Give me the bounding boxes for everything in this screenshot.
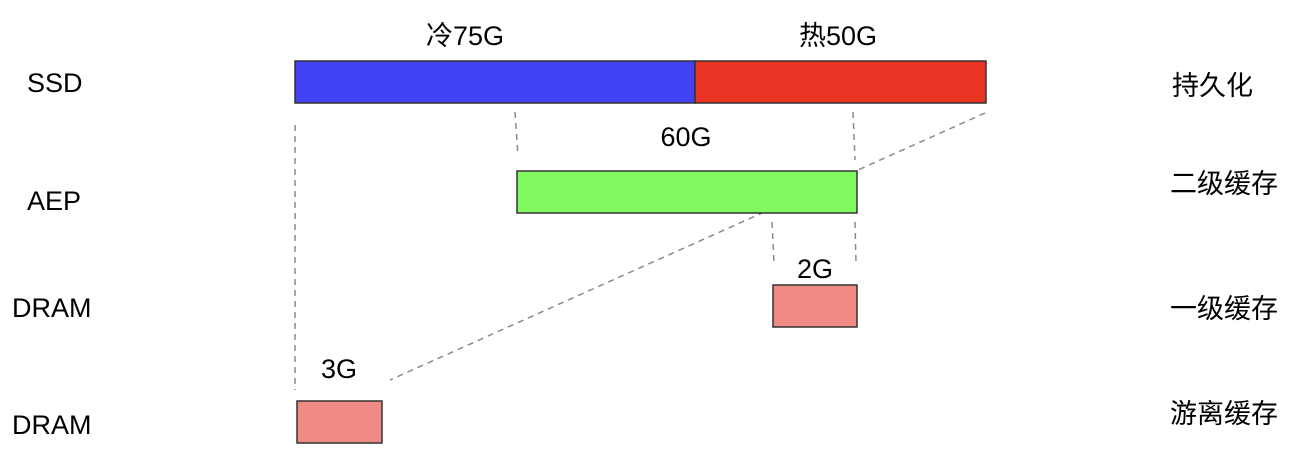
role-label-persistence: 持久化 (1172, 71, 1253, 101)
bar-ssd-hot (694, 60, 987, 104)
bar-label-dram-l1: 2G (797, 254, 833, 284)
tier-label-ssd: SSD (27, 68, 83, 98)
role-label-l1-cache: 一级缓存 (1170, 294, 1278, 324)
role-label-free-cache: 游离缓存 (1170, 399, 1278, 429)
bar-dram-free (296, 400, 383, 444)
bar-label-aep: 60G (660, 122, 711, 152)
bar-aep (516, 170, 858, 214)
bar-label-ssd-cold: 冷75G (426, 21, 504, 51)
connector-aep-to-dram-left (771, 221, 775, 264)
role-label-l2-cache: 二级缓存 (1170, 169, 1278, 199)
bar-label-dram-free: 3G (321, 354, 357, 384)
bar-ssd-cold (294, 60, 696, 104)
connector-ssd-to-aep-right (852, 111, 856, 161)
connector-aep-to-dram-right (854, 221, 857, 264)
tier-label-dram-l1: DRAM (12, 293, 92, 323)
connector-ssd-hot-to-dram-free (389, 112, 986, 381)
connector-ssd-to-aep-left (514, 111, 519, 157)
tier-label-aep: AEP (27, 186, 81, 216)
tier-label-dram-free: DRAM (12, 410, 92, 440)
bar-label-ssd-hot: 热50G (799, 21, 877, 51)
bar-dram-l1 (772, 284, 858, 328)
